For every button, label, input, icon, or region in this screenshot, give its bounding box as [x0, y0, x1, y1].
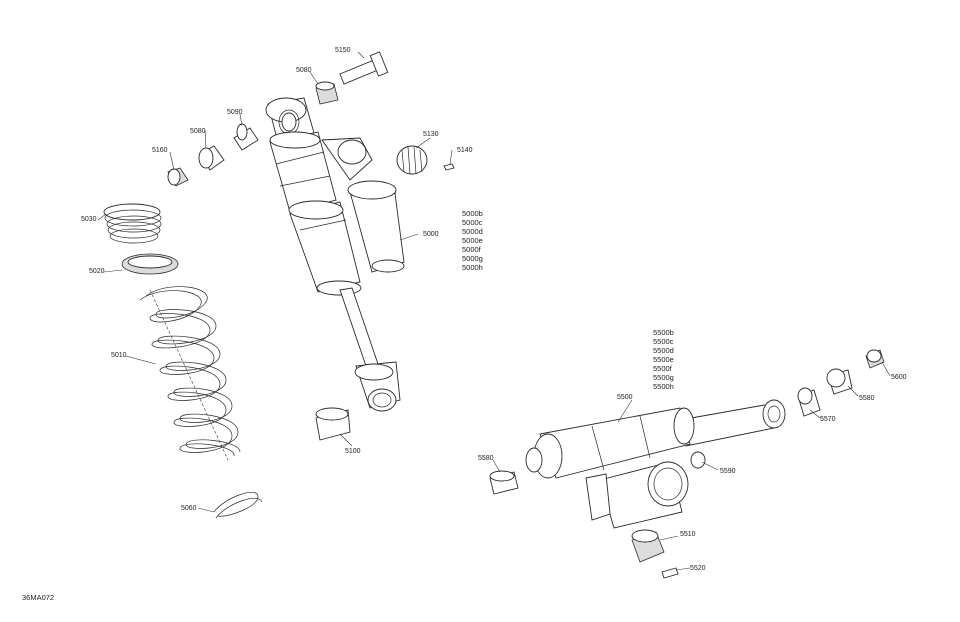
- collar-5020: [121, 253, 179, 275]
- clip-5060: [213, 491, 263, 519]
- variant-5000c: 5000c: [462, 218, 483, 227]
- callout-5590: 5590: [720, 468, 736, 475]
- variant-5000f: 5000f: [462, 245, 482, 254]
- variant-5000g: 5000g: [462, 254, 483, 263]
- spring-retainer-5030: [103, 203, 162, 244]
- callout-5140: 5140: [457, 147, 473, 154]
- callout-5020: 5020: [89, 268, 105, 275]
- callout-5580-left: 5580: [478, 455, 494, 462]
- bushing-5080-left: [198, 145, 225, 171]
- callout-5150: 5150: [335, 47, 351, 54]
- sleeve-5090: [233, 123, 259, 151]
- bushing-5580-right: [826, 368, 853, 395]
- nut-5160: [167, 167, 189, 187]
- callout-5030: 5030: [81, 216, 97, 223]
- variant-5500e: 5500e: [653, 355, 674, 364]
- variant-5500g: 5500g: [653, 373, 674, 382]
- sleeve-5570: [797, 387, 821, 417]
- coil-spring-5010: [139, 286, 241, 461]
- variant-5500c: 5500c: [653, 337, 674, 346]
- knob-5130: [396, 145, 428, 175]
- variant-list-5500: 5500b 5500c 5500d 5500e 5500f 5500g 5500…: [653, 328, 674, 391]
- bushing-5580-left: [489, 470, 519, 495]
- bolt-5150: [339, 51, 389, 85]
- callout-5570: 5570: [820, 416, 836, 423]
- figure-id: 36MA072: [22, 593, 54, 602]
- callout-5510: 5510: [680, 531, 696, 538]
- variant-5500h: 5500h: [653, 382, 674, 391]
- sleeve-5590: [690, 451, 706, 469]
- variant-5000b: 5000b: [462, 209, 483, 218]
- callout-5010: 5010: [111, 352, 127, 359]
- callout-5090: 5090: [227, 109, 243, 116]
- variant-5000h: 5000h: [462, 263, 483, 272]
- leader-lines: [97, 51, 891, 571]
- callout-5000: 5000: [423, 231, 439, 238]
- shock-absorber-5000: [265, 97, 405, 412]
- screw-5140: [443, 163, 455, 171]
- variant-5000e: 5000e: [462, 236, 483, 245]
- shock-absorber-5500: [525, 399, 786, 529]
- callout-5600: 5600: [891, 374, 907, 381]
- nut-5600: [865, 349, 885, 369]
- callout-5520: 5520: [690, 565, 706, 572]
- callout-labels: 5150 5080 5090 5080 5160 5130 5140 5030 …: [81, 47, 907, 572]
- variant-5000d: 5000d: [462, 227, 483, 236]
- callout-5080-left: 5080: [190, 128, 206, 135]
- bushing-5100: [315, 407, 351, 441]
- variant-5500f: 5500f: [653, 364, 673, 373]
- variant-5500d: 5500d: [653, 346, 674, 355]
- variant-5500b: 5500b: [653, 328, 674, 337]
- callout-5060: 5060: [181, 505, 197, 512]
- callout-5580-right: 5580: [859, 395, 875, 402]
- callout-5080-top: 5080: [296, 67, 312, 74]
- callout-5100: 5100: [345, 448, 361, 455]
- knob-5510: [631, 529, 665, 563]
- callout-5160: 5160: [152, 147, 168, 154]
- screw-5520: [661, 567, 679, 579]
- callout-5500: 5500: [617, 394, 633, 401]
- variant-list-5000: 5000b 5000c 5000d 5000e 5000f 5000g 5000…: [462, 209, 483, 272]
- callout-5130: 5130: [423, 131, 439, 138]
- bushing-5080-top: [315, 81, 339, 105]
